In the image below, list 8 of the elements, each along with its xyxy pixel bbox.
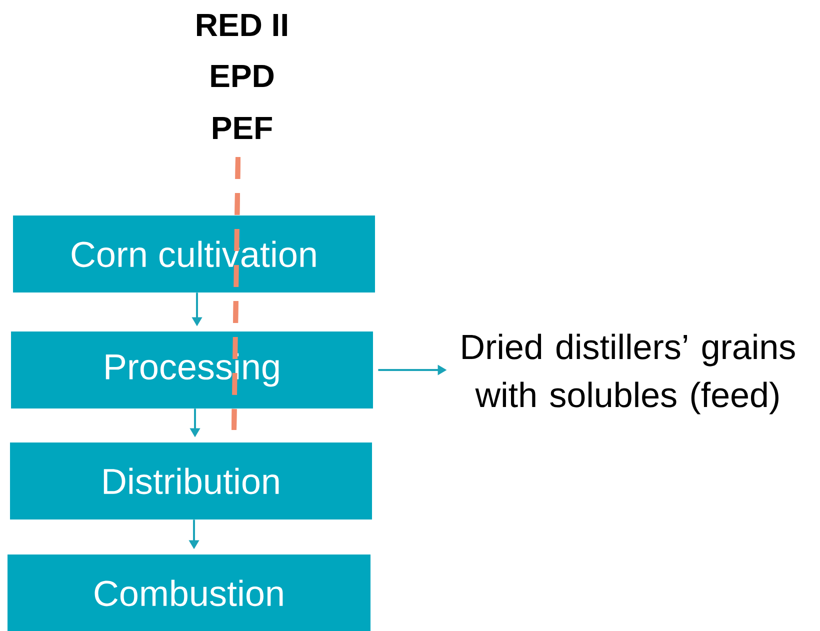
process-box: Combustion <box>8 554 370 631</box>
standard-label: PEF <box>213 117 272 139</box>
standard-label: EPD <box>211 65 274 87</box>
output-text: Dried distillers’ grains with solubles (feed) <box>462 334 795 414</box>
process-box: Processing <box>11 332 373 408</box>
standard-label: RED II <box>197 14 287 36</box>
process-box: Corn cultivation <box>13 216 375 292</box>
process-box: Distribution <box>10 442 372 520</box>
